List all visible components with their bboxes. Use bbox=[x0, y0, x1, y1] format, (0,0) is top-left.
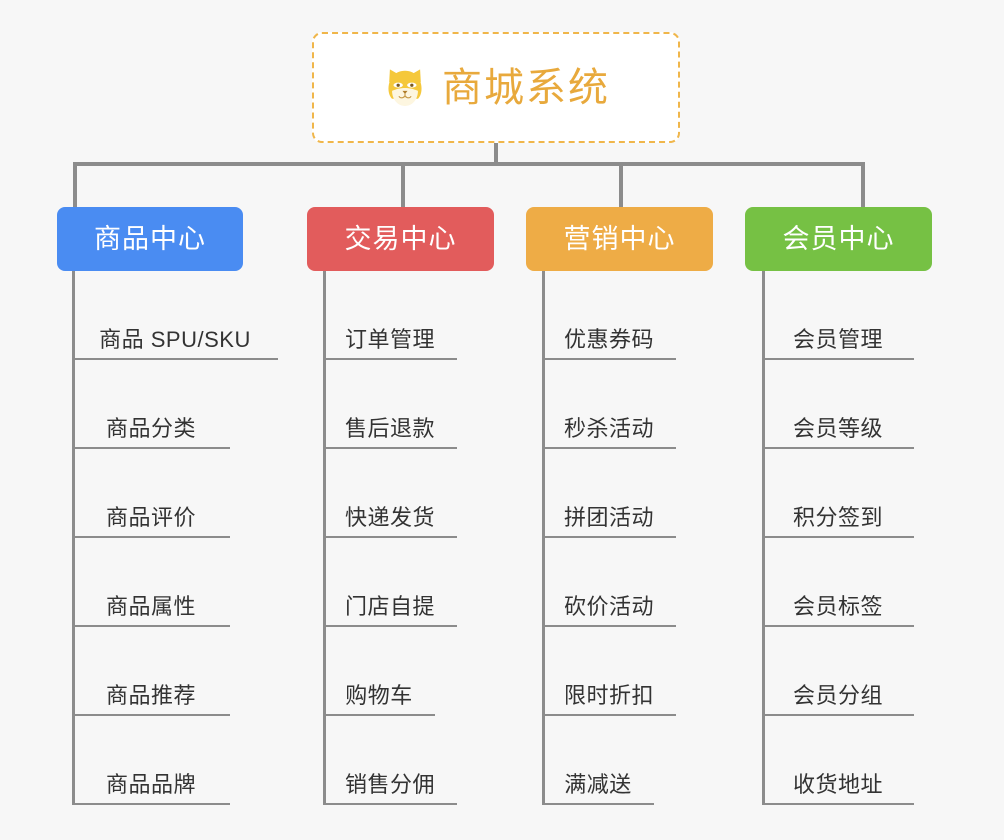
leaf-item[interactable]: 商品推荐 bbox=[72, 627, 230, 716]
leaf-item-label: 售后退款 bbox=[344, 415, 435, 441]
leaf-column-spine bbox=[323, 271, 326, 805]
connector-drop-1 bbox=[73, 162, 77, 207]
leaf-column-spine bbox=[542, 271, 545, 805]
connector-horizontal-bus bbox=[73, 162, 863, 166]
leaf-item-label: 门店自提 bbox=[344, 593, 435, 619]
category-header-label: 营销中心 bbox=[563, 223, 676, 254]
leaf-item[interactable]: 砍价活动 bbox=[542, 538, 676, 627]
leaf-item-label: 快递发货 bbox=[344, 504, 435, 530]
leaf-item[interactable]: 商品属性 bbox=[72, 538, 230, 627]
category-header-marketing[interactable]: 营销中心 bbox=[526, 207, 713, 271]
leaf-item[interactable]: 快递发货 bbox=[323, 449, 457, 538]
leaf-item-label: 会员标签 bbox=[792, 593, 883, 619]
category-header-label: 商品中心 bbox=[94, 223, 206, 254]
leaf-item[interactable]: 会员等级 bbox=[762, 360, 914, 449]
root-node-label: 商城系统 bbox=[442, 65, 610, 110]
leaf-item[interactable]: 订单管理 bbox=[323, 271, 457, 360]
leaf-item-label: 拼团活动 bbox=[563, 504, 654, 530]
leaf-item-label: 商品推荐 bbox=[105, 682, 196, 708]
connector-root-stem bbox=[494, 143, 498, 164]
leaf-item-label: 砍价活动 bbox=[563, 593, 654, 619]
leaf-item-label: 积分签到 bbox=[792, 504, 883, 530]
leaf-item-label: 商品 SPU/SKU bbox=[99, 326, 251, 352]
leaf-item[interactable]: 门店自提 bbox=[323, 538, 457, 627]
category-header-label: 会员中心 bbox=[782, 223, 895, 254]
leaf-item-label: 商品评价 bbox=[105, 504, 196, 530]
leaf-item-label: 商品属性 bbox=[105, 593, 196, 619]
leaf-item[interactable]: 销售分佣 bbox=[323, 716, 457, 805]
connector-drop-2 bbox=[401, 162, 405, 207]
category-header-label: 交易中心 bbox=[344, 223, 457, 254]
leaf-item[interactable]: 商品分类 bbox=[72, 360, 230, 449]
category-header-member[interactable]: 会员中心 bbox=[745, 207, 932, 271]
leaf-item-label: 会员分组 bbox=[792, 682, 883, 708]
leaf-item[interactable]: 优惠券码 bbox=[542, 271, 676, 360]
leaf-item[interactable]: 拼团活动 bbox=[542, 449, 676, 538]
leaf-item[interactable]: 秒杀活动 bbox=[542, 360, 676, 449]
shiba-dog-face-icon bbox=[388, 68, 422, 106]
leaf-item[interactable]: 收货地址 bbox=[762, 716, 914, 805]
leaf-item-label: 优惠券码 bbox=[563, 326, 654, 352]
leaf-item[interactable]: 会员分组 bbox=[762, 627, 914, 716]
leaf-item-label: 会员等级 bbox=[792, 415, 883, 441]
leaf-item-label: 收货地址 bbox=[792, 771, 883, 797]
leaf-item[interactable]: 商品 SPU/SKU bbox=[72, 271, 278, 360]
leaf-item-label: 商品品牌 bbox=[105, 771, 196, 797]
leaf-column-spine bbox=[762, 271, 765, 805]
leaf-item[interactable]: 会员管理 bbox=[762, 271, 914, 360]
leaf-item-label: 满减送 bbox=[564, 771, 632, 797]
leaf-item[interactable]: 满减送 bbox=[542, 716, 654, 805]
connector-drop-3 bbox=[619, 162, 623, 207]
leaf-item[interactable]: 会员标签 bbox=[762, 538, 914, 627]
root-node[interactable]: 商城系统 bbox=[312, 32, 680, 143]
category-header-product[interactable]: 商品中心 bbox=[57, 207, 243, 271]
leaf-item-label: 会员管理 bbox=[792, 326, 883, 352]
leaf-item[interactable]: 售后退款 bbox=[323, 360, 457, 449]
leaf-item-label: 限时折扣 bbox=[563, 682, 654, 708]
leaf-item-label: 商品分类 bbox=[105, 415, 196, 441]
leaf-item[interactable]: 限时折扣 bbox=[542, 627, 676, 716]
leaf-item-label: 秒杀活动 bbox=[563, 415, 654, 441]
leaf-item-label: 订单管理 bbox=[344, 326, 435, 352]
leaf-item[interactable]: 购物车 bbox=[323, 627, 435, 716]
leaf-item-label: 销售分佣 bbox=[344, 771, 435, 797]
leaf-item[interactable]: 商品品牌 bbox=[72, 716, 230, 805]
leaf-item-label: 购物车 bbox=[345, 682, 413, 708]
leaf-column-spine bbox=[72, 271, 75, 805]
connector-drop-4 bbox=[861, 162, 865, 207]
leaf-item[interactable]: 商品评价 bbox=[72, 449, 230, 538]
category-header-trade[interactable]: 交易中心 bbox=[307, 207, 494, 271]
leaf-item[interactable]: 积分签到 bbox=[762, 449, 914, 538]
